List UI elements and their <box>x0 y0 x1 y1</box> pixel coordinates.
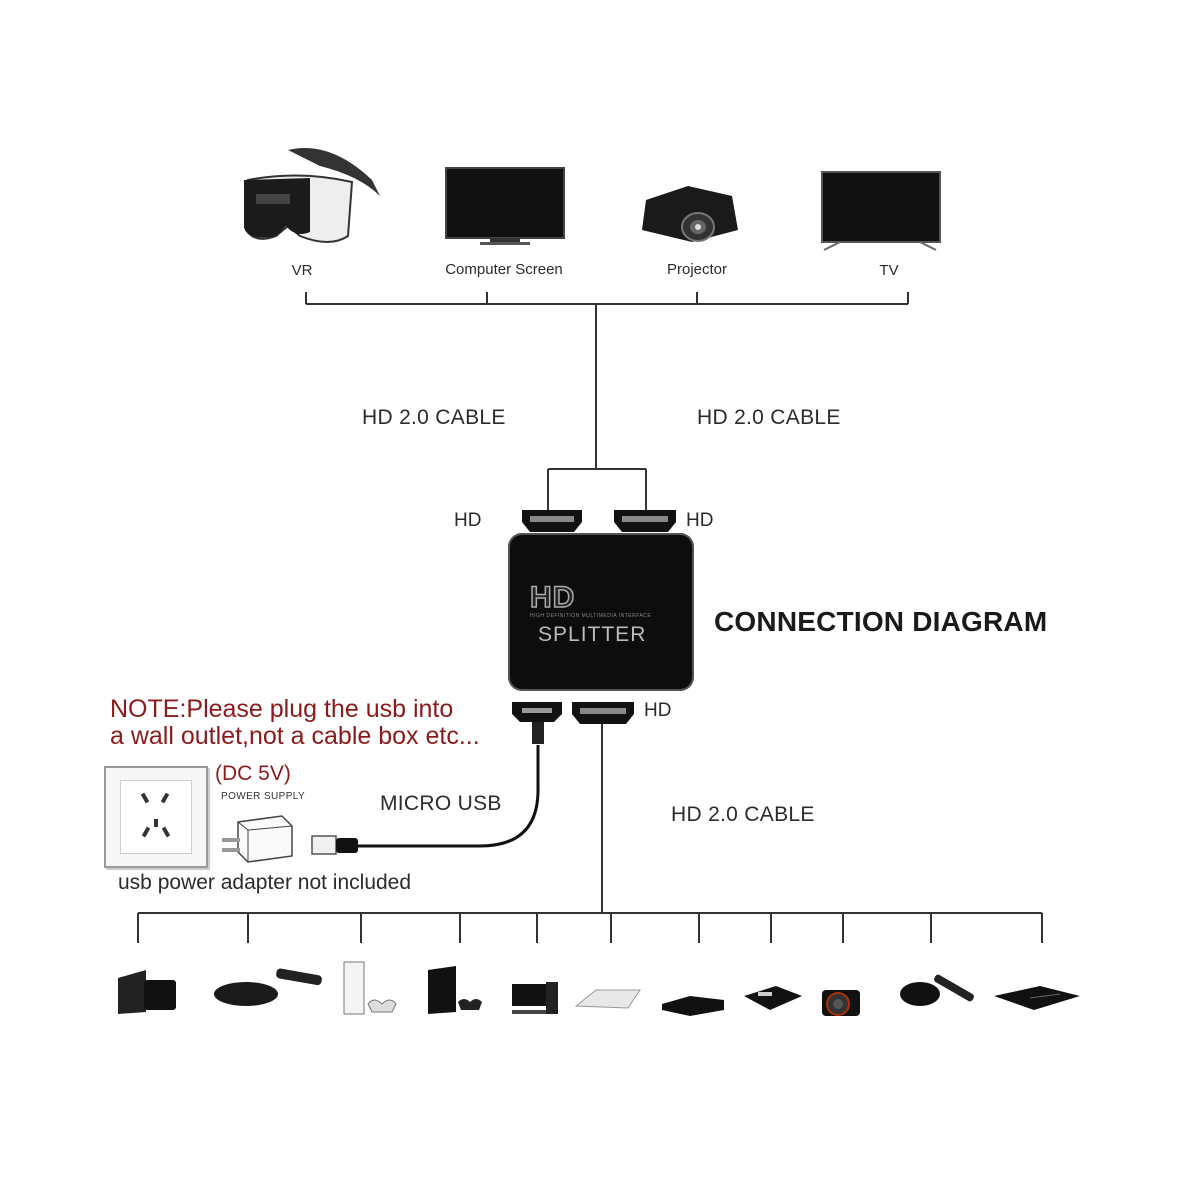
cable-label-right: HD 2.0 CABLE <box>697 406 841 429</box>
tv-icon <box>821 171 941 251</box>
projector-icon <box>642 186 738 242</box>
device-label-tv: TV <box>879 262 899 279</box>
outlet-plate <box>120 780 192 854</box>
splitter-name: SPLITTER <box>538 623 647 646</box>
hdmi-input-plug <box>572 702 634 724</box>
port-label-out-right: HD <box>686 510 714 531</box>
device-label-projector: Projector <box>666 261 728 278</box>
micro-usb-label: MICRO USB <box>380 792 502 815</box>
set-top-box-icon <box>744 986 802 1010</box>
monitor-icon <box>445 167 565 245</box>
power-supply-label: POWER SUPPLY <box>221 791 306 802</box>
diagram-title: CONNECTION DIAGRAM <box>714 606 1048 637</box>
splitter-box: HD HIGH DEFINITION MULTIMEDIA INTERFACE … <box>508 533 694 691</box>
cable-label-left: HD 2.0 CABLE <box>362 406 506 429</box>
adapter-note: usb power adapter not included <box>118 871 412 894</box>
blu-ray-player-icon <box>994 986 1080 1010</box>
ps4-icon <box>428 966 482 1014</box>
laptop-icon <box>574 989 641 1009</box>
cable-label-input: HD 2.0 CABLE <box>671 803 815 826</box>
hdmi-plug-left <box>522 510 582 532</box>
desktop-pc-icon <box>512 982 558 1014</box>
note-line-2: a wall outlet,not a cable box etc... <box>110 722 480 750</box>
usb-power-adapter-icon <box>222 815 293 863</box>
micro-usb-plug <box>512 702 562 744</box>
streaming-box-icon <box>900 974 974 1006</box>
splitter-logo: HD <box>529 580 576 615</box>
tv-box-icon <box>118 970 176 1014</box>
usb-a-plug-icon <box>311 835 358 855</box>
wall-outlet <box>104 766 208 868</box>
device-label-vr: VR <box>291 262 313 279</box>
splitter-subtitle: HIGH DEFINITION MULTIMEDIA INTERFACE <box>530 613 652 619</box>
note-line-1: NOTE:Please plug the usb into <box>110 695 454 723</box>
dvd-player-icon <box>662 996 724 1016</box>
port-label-out-left: HD <box>454 510 482 531</box>
vr-headset-icon <box>244 148 380 243</box>
hdmi-plug-right <box>614 510 676 532</box>
port-label-input: HD <box>644 700 672 721</box>
device-label-computer-screen: Computer Screen <box>445 261 563 278</box>
dc-voltage-label: (DC 5V) <box>215 762 291 785</box>
camera-icon <box>822 990 860 1016</box>
game-console-icon <box>343 961 397 1015</box>
media-player-icon <box>214 968 322 1006</box>
